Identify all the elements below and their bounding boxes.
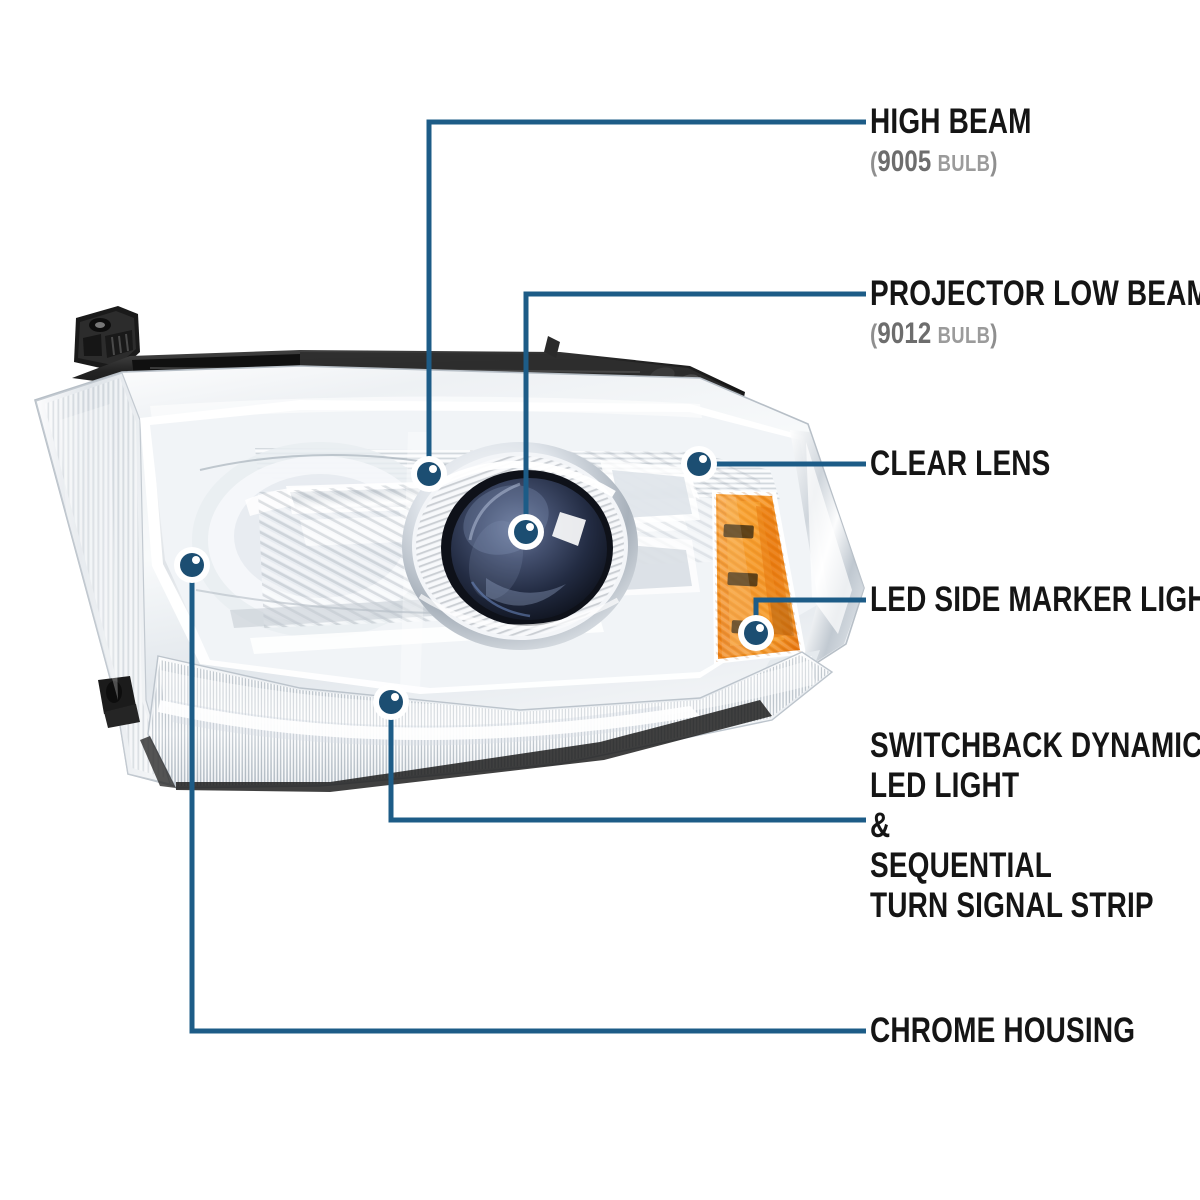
bulb-number-9005: 9005 bbox=[877, 145, 932, 178]
callout-label-switchback-line-2: LED LIGHT bbox=[870, 766, 1020, 805]
bulb-word: BULB bbox=[937, 150, 991, 176]
callout-sublabel-high-beam: (9005 BULB) bbox=[870, 146, 998, 179]
callout-label-projector-low-beam: PROJECTOR LOW BEAM bbox=[870, 274, 1200, 313]
callout-label-switchback-line-3: & bbox=[870, 806, 891, 845]
bulb-paren-close: ) bbox=[990, 319, 998, 349]
bulb-paren-close: ) bbox=[990, 147, 998, 177]
callout-label-chrome-housing: CHROME HOUSING bbox=[870, 1011, 1136, 1050]
callout-label-high-beam: HIGH BEAM bbox=[870, 102, 1032, 141]
lower-mounting-clip bbox=[98, 676, 140, 728]
bulb-paren-open: ( bbox=[870, 319, 878, 349]
bulb-paren-open: ( bbox=[870, 147, 878, 177]
mounting-tab bbox=[74, 306, 140, 372]
projector-low-beam-lens bbox=[402, 442, 638, 650]
callout-label-switchback-line-4: SEQUENTIAL bbox=[870, 846, 1053, 885]
callout-label-clear-lens: CLEAR LENS bbox=[870, 444, 1051, 483]
callout-label-led-side-marker-light: LED SIDE MARKER LIGHT bbox=[870, 580, 1200, 619]
bulb-number-9012: 9012 bbox=[877, 317, 932, 350]
bulb-word: BULB bbox=[937, 322, 991, 348]
callout-label-switchback-line-1: SWITCHBACK DYNAMIC bbox=[870, 726, 1200, 765]
callout-sublabel-projector-low-beam: (9012 BULB) bbox=[870, 318, 998, 351]
callout-label-switchback-line-5: TURN SIGNAL STRIP bbox=[870, 886, 1154, 925]
